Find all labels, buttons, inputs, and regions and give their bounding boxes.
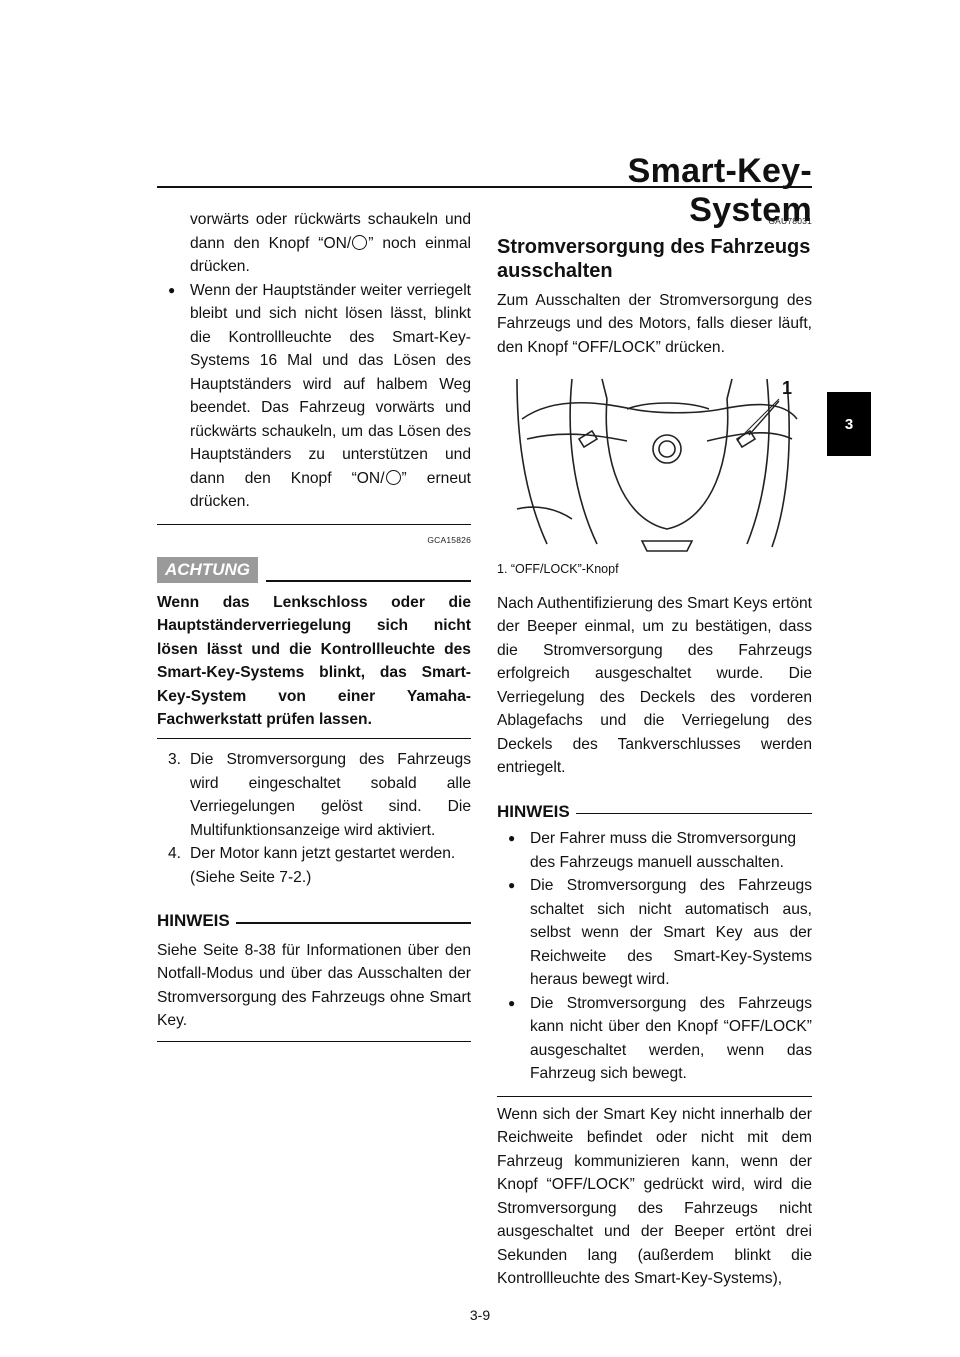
list-item: 4. Der Motor kann jetzt gestartet werden… — [168, 845, 456, 886]
handlebar-figure — [516, 378, 798, 552]
list-item: ● Wenn der Hauptständer weiter verriegel… — [157, 279, 471, 514]
achtung-heading: ACHTUNG — [157, 556, 471, 583]
on-symbol-icon — [385, 469, 401, 485]
hinweis-list: ●Der Fahrer muss die Stromversorgung des… — [497, 827, 812, 1086]
bullet-icon: ● — [508, 995, 516, 1010]
list-item: 3. Die Stromversorgung des Fahrzeugs wir… — [168, 751, 471, 839]
bullet-icon: ● — [508, 878, 516, 892]
hinweis-heading: HINWEIS — [157, 909, 471, 933]
achtung-bottom-rule — [157, 737, 471, 739]
bullet-icon: ● — [508, 831, 516, 845]
intro-text: Zum Ausschalten der Stromversorgung des … — [497, 291, 812, 356]
list-item: ●Die Stromversorgung des Fahrzeugs schal… — [508, 874, 812, 992]
bullet-icon: ● — [168, 282, 176, 297]
page-title: Smart-Key-System — [627, 152, 812, 229]
achtung-heading-rule — [266, 580, 471, 582]
list-item: ●Die Stromversorgung des Fahrzeugs kann … — [508, 992, 812, 1086]
section-title: Stromversorgung des Fahrzeugs ausschalte… — [497, 235, 811, 282]
hinweis-heading: HINWEIS — [497, 800, 812, 824]
achtung-badge: ACHTUNG — [157, 556, 258, 583]
chapter-tab-number: 3 — [844, 415, 854, 433]
achtung-text: Wenn das Lenkschloss oder die Hauptständ… — [157, 593, 471, 729]
hinweis-text: Siehe Seite 8-38 für Informationen über … — [157, 941, 471, 1030]
achtung-code: GCA15826 — [427, 535, 471, 545]
paragraph: Nach Authentifizierung des Smart Keys er… — [497, 594, 812, 777]
left-column: vorwärts oder rückwärts schaukeln und da… — [157, 208, 471, 1042]
right-column: GAU78031 Stromversorgung des Fahrzeugs a… — [497, 210, 812, 1291]
on-symbol-icon — [352, 234, 368, 250]
achtung-top-rule — [157, 523, 471, 525]
header-rule — [157, 186, 812, 188]
figure-caption: 1. “OFF/LOCK”-Knopf — [497, 562, 619, 576]
figure: 1 — [497, 369, 812, 554]
paragraph: Wenn sich der Smart Key nicht innerhalb … — [497, 1105, 812, 1288]
figure-callout: 1 — [782, 378, 793, 398]
page-number: 3-9 — [469, 1307, 491, 1323]
chapter-tab: 3 — [827, 392, 871, 456]
hinweis-bottom-rule — [157, 1040, 471, 1042]
section-code: GAU78031 — [768, 216, 812, 226]
hinweis-bottom-rule — [497, 1095, 812, 1097]
continued-step-text: vorwärts oder rückwärts schaukeln und da… — [190, 211, 472, 275]
list-item: ●Der Fahrer muss die Stromversorgung des… — [508, 827, 812, 874]
steps-list: 3. Die Stromversorgung des Fahrzeugs wir… — [157, 748, 471, 889]
